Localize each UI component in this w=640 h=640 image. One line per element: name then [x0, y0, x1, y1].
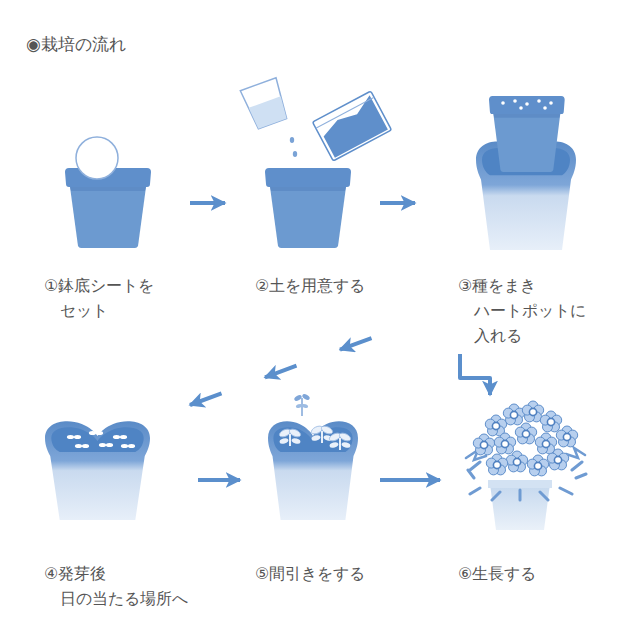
step-node: ④発芽後 日の当たる場所へ [38, 405, 198, 617]
step-caption: ⑤間引きをする [255, 561, 375, 586]
step-caption: ②土を用意する [255, 273, 375, 298]
flowering-plant [466, 401, 586, 530]
flow-arrow [380, 478, 440, 482]
heart-pot-seedlings [45, 421, 150, 520]
step-node: ⑥生長する [440, 395, 600, 595]
step-node: ①鉢底シートを セット [40, 130, 190, 329]
step-node: ③種をまき ハートポットに 入れる [415, 80, 607, 354]
step-node: ②土を用意する [225, 70, 380, 304]
step-node: ⑤間引きをする [240, 380, 380, 595]
pot-in-heart-pot [476, 96, 576, 250]
flow-arrow [380, 201, 415, 205]
flow-arrow [190, 322, 415, 405]
flow-arrow [460, 354, 490, 395]
heart-pot-thinning [268, 393, 358, 520]
flow-arrow [198, 478, 240, 482]
step-caption: ⑥生長する [458, 561, 578, 586]
diagram-title: ◉栽培の流れ [26, 33, 126, 56]
flow-arrow [190, 201, 225, 205]
pulled-sprout [293, 393, 310, 416]
pot-with-soil [240, 78, 391, 248]
title-area: ◉栽培の流れ [26, 33, 126, 56]
step-caption: ①鉢底シートを セット [44, 273, 184, 323]
step-caption: ③種をまき ハートポットに 入れる [458, 273, 603, 348]
pot-with-sheet [65, 137, 151, 248]
step-caption: ④発芽後 日の当たる場所へ [44, 561, 194, 611]
